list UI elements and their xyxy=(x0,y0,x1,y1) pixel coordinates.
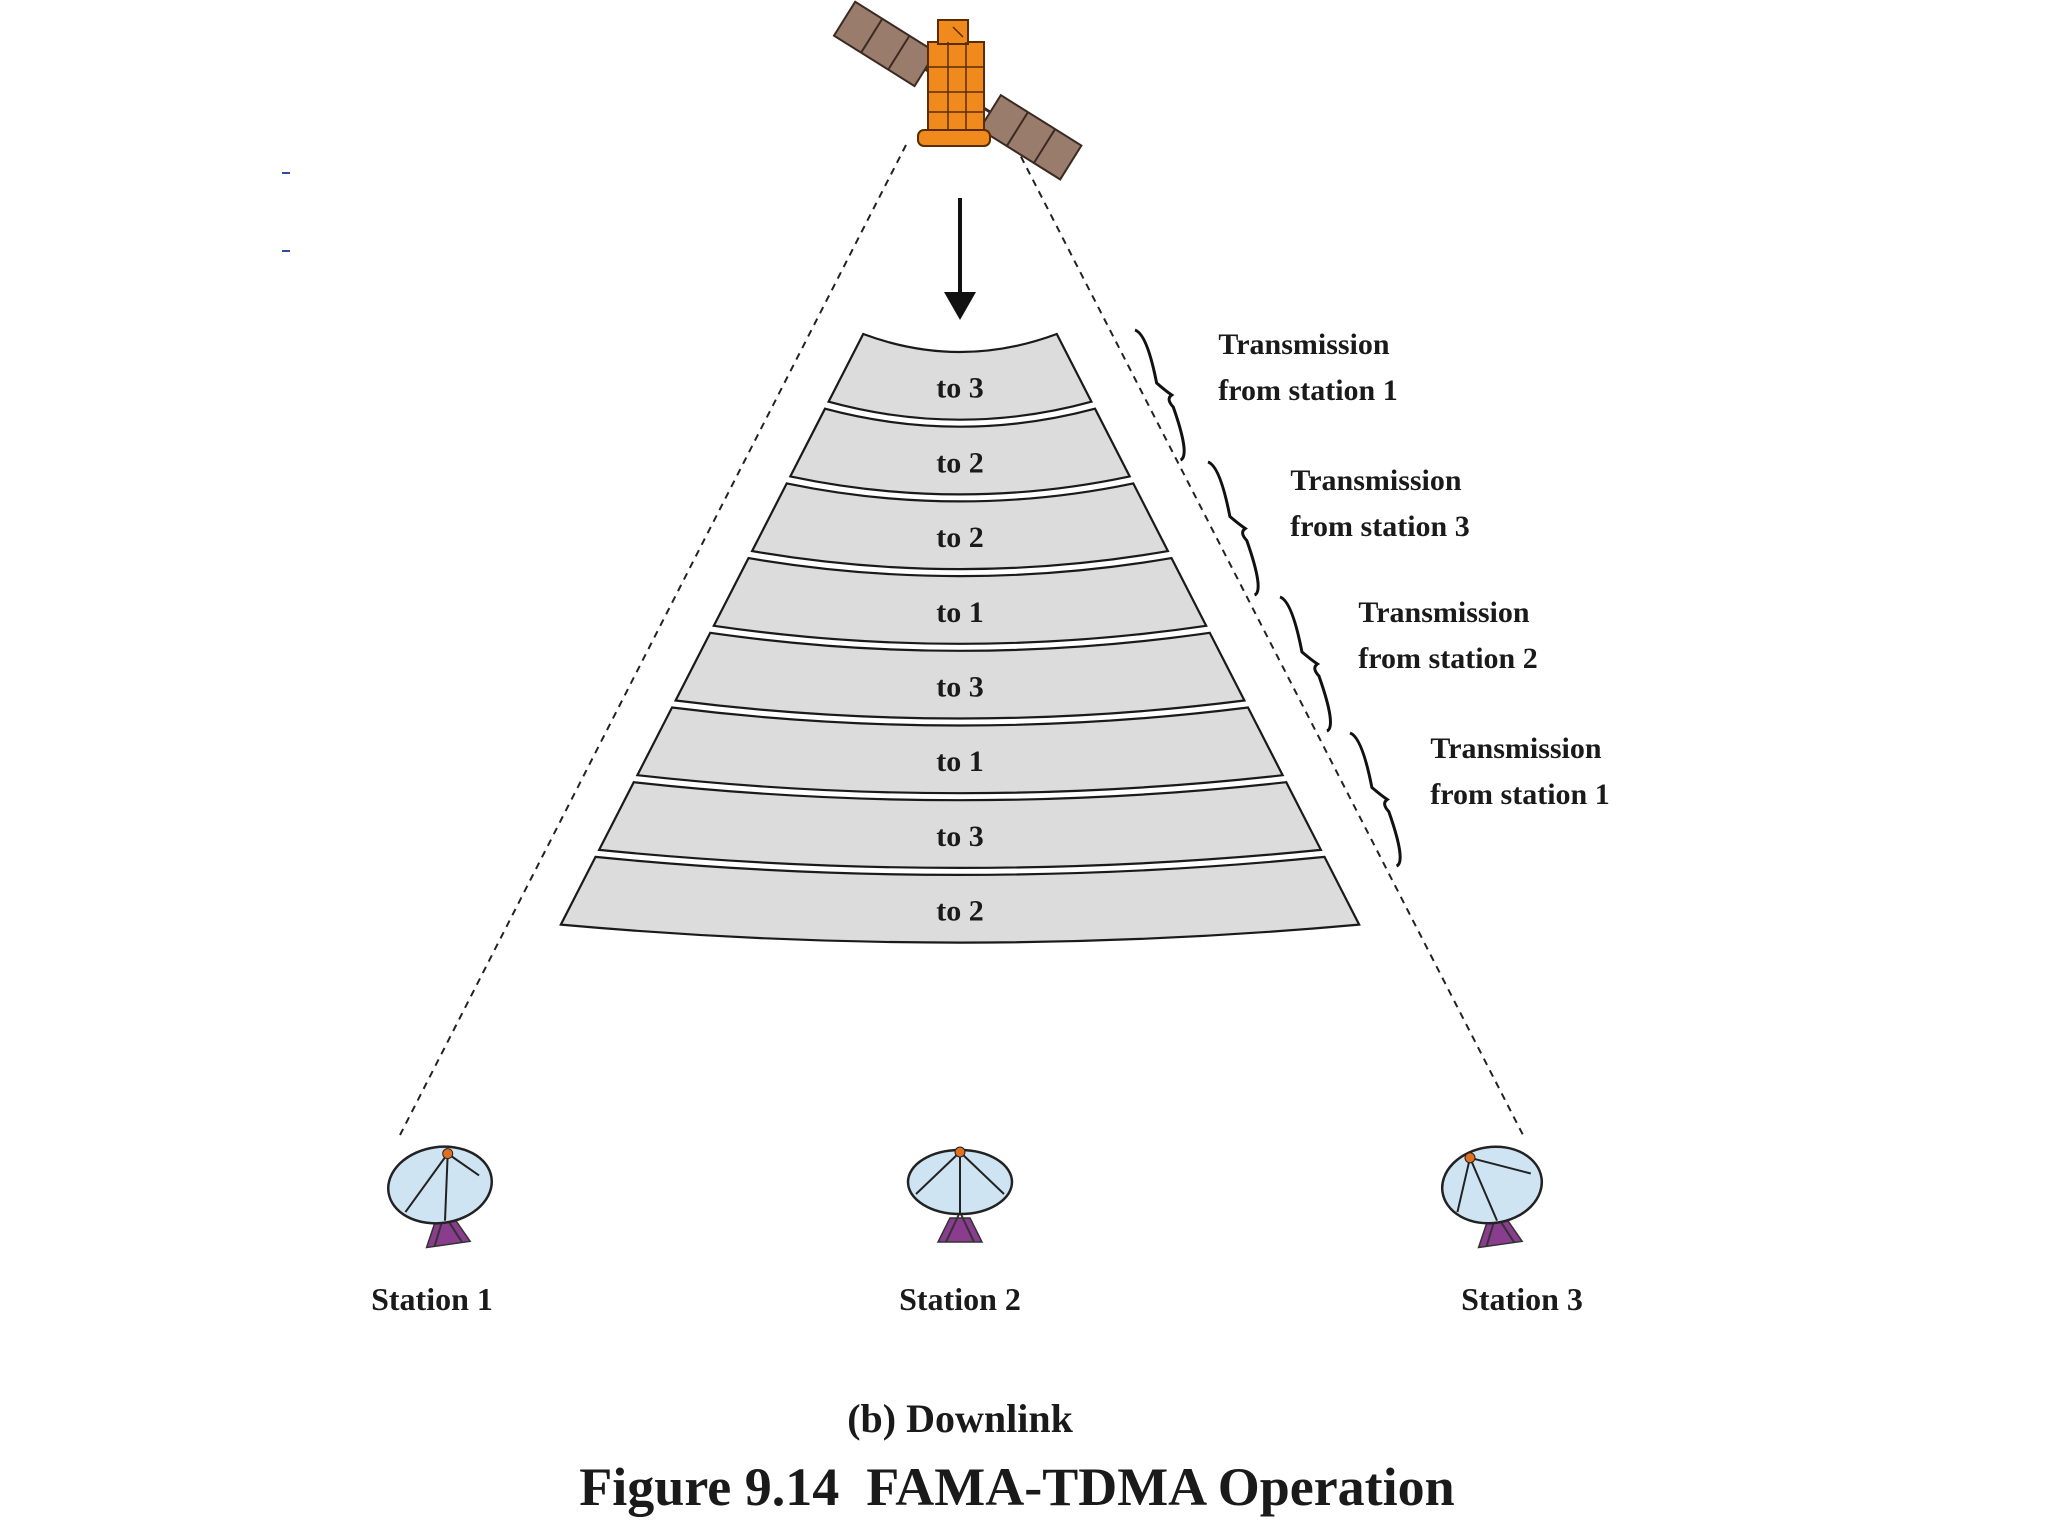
downlink-arrow xyxy=(944,198,976,320)
subcaption: (b) Downlink xyxy=(847,1396,1073,1441)
time-slot-band xyxy=(712,556,1208,645)
dish-antenna-icon xyxy=(1440,1145,1544,1249)
station-label: Station 2 xyxy=(899,1281,1021,1317)
curly-brace-icon xyxy=(1207,460,1260,597)
time-slot-label: to 2 xyxy=(936,521,984,554)
time-slot-label: to 3 xyxy=(936,670,984,703)
station-2: Station 2 xyxy=(899,1146,1021,1317)
station-label: Station 1 xyxy=(371,1281,493,1317)
time-slot: to 3 xyxy=(673,631,1247,720)
group-label-line1: Transmission xyxy=(1358,596,1529,629)
group-label-line1: Transmission xyxy=(1290,464,1461,497)
ground-stations: Station 1 Station 2 xyxy=(371,1145,1583,1317)
curly-brace-icon xyxy=(1279,595,1332,733)
station-3: Station 3 xyxy=(1440,1145,1583,1317)
time-slot-label: to 2 xyxy=(936,895,984,928)
group-label-line2: from station 3 xyxy=(1290,510,1469,543)
beam-lines xyxy=(399,144,1524,1136)
group-label-line1: Transmission xyxy=(1218,328,1389,361)
time-slot-band xyxy=(826,332,1094,421)
time-slot: to 1 xyxy=(635,706,1285,795)
curly-brace-icon xyxy=(1349,731,1402,868)
group-label-line1: Transmission xyxy=(1430,732,1601,765)
time-slot-label: to 2 xyxy=(936,446,984,479)
time-slot-label: to 1 xyxy=(936,596,984,629)
time-slot: to 2 xyxy=(788,407,1132,496)
time-slot-band xyxy=(559,855,1361,944)
time-slot: to 3 xyxy=(826,332,1094,421)
transmission-group: Transmission from station 2 xyxy=(1279,595,1538,733)
dish-antenna-icon xyxy=(906,1146,1014,1243)
transmission-group: Transmission from station 3 xyxy=(1207,460,1470,597)
stray-marks xyxy=(282,172,290,252)
time-slot: to 1 xyxy=(712,556,1208,645)
station-1: Station 1 xyxy=(371,1145,494,1317)
group-label-line2: from station 1 xyxy=(1430,778,1609,811)
time-slot-band xyxy=(750,482,1170,571)
time-slot-band xyxy=(597,781,1323,869)
transmission-group: Transmission from station 1 xyxy=(1349,731,1610,868)
time-slot-band xyxy=(635,706,1285,795)
transmission-groups: Transmission from station 1 Transmission fr… xyxy=(1134,328,1610,868)
curly-brace-icon xyxy=(1134,328,1186,462)
transmission-group: Transmission from station 1 xyxy=(1134,328,1398,462)
beam-line-right xyxy=(1014,144,1524,1136)
dish-antenna-icon xyxy=(386,1145,494,1249)
time-slot-band xyxy=(788,407,1132,496)
time-slot: to 2 xyxy=(750,482,1170,571)
time-slots: to 3 to 2 to 2 to 1 to 3 to 1 to 3 to 2 xyxy=(559,332,1361,944)
satellite-icon xyxy=(832,0,1083,181)
group-label-line2: from station 2 xyxy=(1358,642,1537,675)
group-label-line2: from station 1 xyxy=(1218,374,1397,407)
time-slot-label: to 3 xyxy=(936,372,984,405)
time-slot: to 2 xyxy=(559,855,1361,944)
time-slot-label: to 3 xyxy=(936,820,984,853)
beam-line-left xyxy=(399,144,907,1136)
time-slot: to 3 xyxy=(597,781,1323,869)
time-slot-label: to 1 xyxy=(936,745,984,778)
time-slot-band xyxy=(673,631,1247,720)
station-label: Station 3 xyxy=(1461,1281,1583,1317)
figure-caption: Figure 9.14 FAMA-TDMA Operation xyxy=(579,1457,1454,1517)
